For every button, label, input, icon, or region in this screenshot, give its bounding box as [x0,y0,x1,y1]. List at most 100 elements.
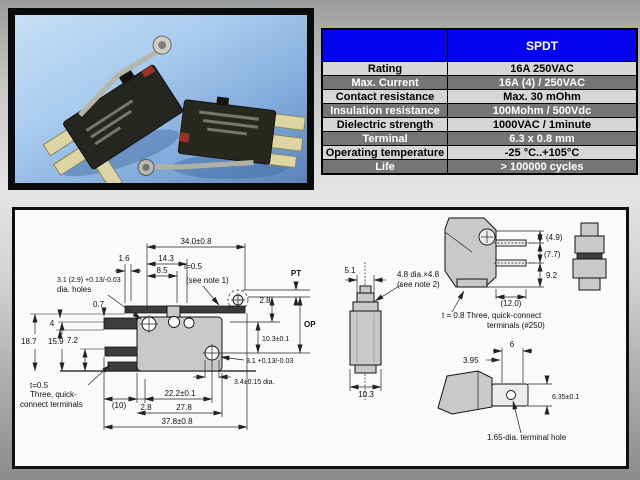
table-row: Insulation resistance 100Mohm / 500Vdc [321,103,638,118]
table-row: Max. Current 16A (4) / 250VAC [321,75,638,90]
dim-label-49: (4.9) [546,233,563,242]
dim-label-278: 27.8 [176,403,192,412]
spec-row-label: Dielectric strength [321,117,448,132]
spec-row-value: 16A 250VAC [447,61,638,76]
roller-dashed-circle [227,289,249,311]
plunger-shoulder [352,301,379,312]
plunger [216,96,230,106]
dim-label-72: 7.2 [67,336,79,345]
dim-label-three2: connect terminals [20,400,83,409]
roller-hub [142,163,150,171]
terminal-left-middle [104,346,138,357]
lever-bar [124,305,246,314]
spec-row-label: Terminal [321,131,448,146]
dim-label-222: 22.2±0.1 [164,389,196,398]
dim-label-31: 3.1 +0.13/-0.03 [246,358,293,365]
body-print [85,99,134,132]
body-print [207,127,248,136]
table-row: Contact resistance Max. 30 mOhm [321,89,638,104]
dim-label-395: 3.95 [463,356,479,365]
table-row: Terminal 6.3 x 0.8 mm [321,131,638,146]
terminal-left-top [103,317,138,330]
lever-body [444,217,497,288]
main-view [60,289,256,372]
red-detail [179,132,190,143]
product-photo [8,8,314,190]
dim-label-holes1: 3.1 (2.9) +0.13/-0.03 [57,277,121,284]
spec-row-label: Max. Current [321,75,448,90]
dim-label-34dia: 3.4±0.15 dia. [234,379,274,386]
dim-label-4: 4 [50,319,55,328]
plunger-base-circle [168,316,180,328]
spec-table: SPDT Rating 16A 250VAC Max. Current 16A … [321,28,638,175]
photo-illustration [42,35,306,183]
dim-label-holes2: dia. holes [57,285,91,294]
spec-row-label: Life [321,159,448,175]
front-view: 5.1 4.8 dia.×4.8 (see note 2) 10.3 [344,262,440,400]
body-print [203,119,258,129]
table-row: Life > 100000 cycles [321,159,638,175]
rivet-circle [183,317,195,329]
dimensions-right: PT 2.8 OP 10.3±0.1 3.1 +0.13/-0.03 3.4±0… [193,269,316,386]
dim-label-t05b: t=0.5 [30,381,49,390]
dim-label-op: OP [304,320,316,329]
spec-row-value: 16A (4) / 250VAC [447,75,638,90]
dim-label-28a: 2.8 [259,296,271,305]
microswitch-right [137,96,306,176]
spec-row-value: Max. 30 mOhm [447,89,638,104]
terminal-tab [273,113,306,131]
plunger-outline [166,305,181,318]
dim-label-48: 4.8 dia.×4.8 [397,270,440,279]
lever-arm [150,159,254,170]
dim-label-pt: PT [291,269,301,278]
body-front [349,310,382,366]
terminal-pin-top [495,239,527,247]
spec-header-spdt: SPDT [447,28,638,62]
plunger [118,69,136,85]
roller-front-view [572,222,607,291]
spec-row-label: Operating temperature [321,145,448,160]
dim-label-34: 34.0±0.8 [180,237,212,246]
terminal-left-bottom [107,361,138,372]
table-row: Rating 16A 250VAC [321,61,638,76]
dim-label-note1: (see note 1) [186,276,229,285]
dimension-drawing: 34.0±0.8 14.3 8.5 1.6 t=0.5 (see note 1)… [20,217,607,442]
terminal-tab [270,134,304,152]
dimensions-left: 0.7 4 7.2 15.9 18.7 [21,300,125,372]
dim-label-07: 0.7 [93,300,105,309]
spec-row-value: 6.3 x 0.8 mm [447,131,638,146]
spec-header-empty [321,28,448,62]
dim-label-note2: (see note 2) [397,280,440,289]
body-print [199,110,259,121]
dim-label-51: 5.1 [344,266,356,275]
red-detail [141,65,156,78]
roller-hub [158,41,167,50]
dim-label-three1: Three, quick- [30,390,77,399]
terminal-pin-bottom [495,259,527,267]
dim-label-159: 15.9 [48,337,64,346]
spec-row-label: Insulation resistance [321,103,448,118]
dim-label-77: (7.7) [544,250,561,259]
dimension-drawing-panel: 34.0±0.8 14.3 8.5 1.6 t=0.5 (see note 1)… [12,207,629,469]
dimensions-top: 34.0±0.8 14.3 8.5 1.6 t=0.5 (see note 1)… [57,237,246,320]
dim-label-10: (10) [112,401,127,410]
plunger-cap [356,292,375,303]
dim-label-16: 1.6 [118,254,130,263]
body-print [94,126,122,146]
dim-label-t05: t=0.5 [184,262,203,271]
dim-label-holenote: 1.65-dia. terminal hole [487,433,567,442]
body-front-foot [354,364,377,374]
microswitch-left [42,35,183,183]
dim-label-term2: terminals (#250) [487,321,545,330]
dim-label-120: (12.0) [501,299,522,308]
spec-header-row: SPDT [321,28,638,62]
spec-row-value: > 100000 cycles [447,159,638,175]
terminal-hole [506,390,516,400]
dimensions-bottom: (10) 2.8 22.2±0.1 27.8 37.8±0.8 t=0.5 Th… [20,313,248,430]
dim-label-92: 9.2 [546,271,558,280]
table-row: Dielectric strength 1000VAC / 1minute [321,117,638,132]
body-print [90,109,132,139]
terminal-body-corner [437,370,493,415]
dim-label-term1: t = 0.8 Three, quick-connect [442,311,542,320]
